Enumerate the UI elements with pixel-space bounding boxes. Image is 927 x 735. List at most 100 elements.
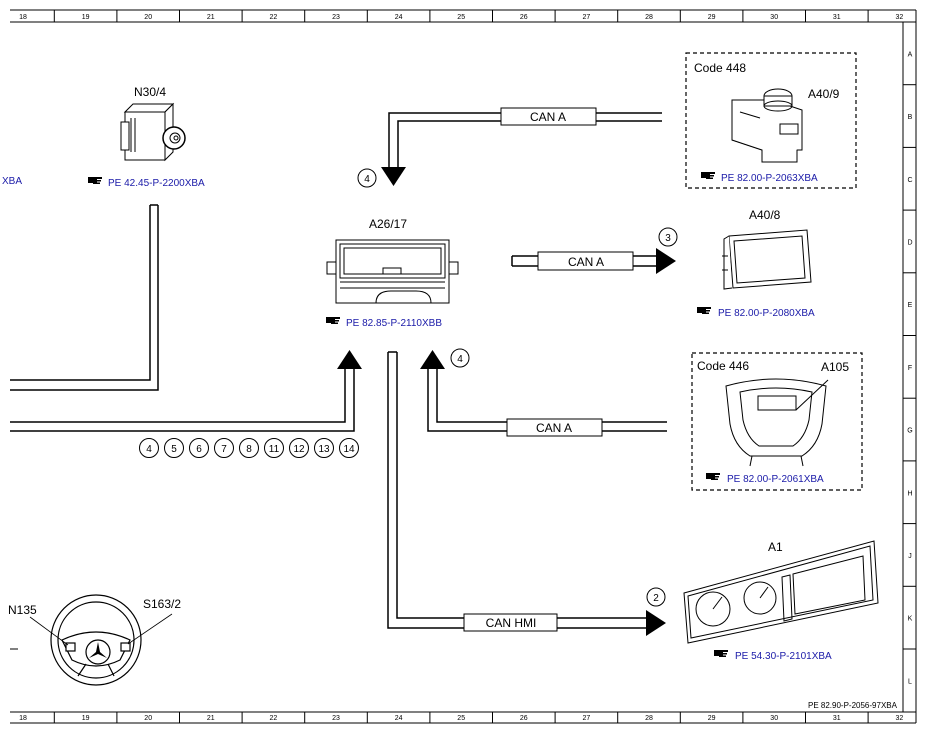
a40-9-code: Code 448	[694, 61, 746, 75]
marker-a105: 4	[450, 348, 470, 368]
grid-column-label: 18	[19, 715, 27, 722]
grid-column-label: 31	[833, 715, 841, 722]
svg-text:4: 4	[364, 174, 370, 185]
svg-text:8: 8	[246, 444, 252, 455]
grid-column-label: 30	[770, 14, 778, 21]
grid-row-label: C	[907, 177, 912, 184]
can-a-mid-label: CAN A	[568, 255, 604, 269]
grid-column-label: 24	[395, 14, 403, 21]
grid-frame	[10, 9, 917, 724]
grid-column-label: 21	[207, 14, 215, 21]
pointing-hand-icon	[701, 172, 715, 179]
a26-17-display-icon	[326, 239, 459, 304]
grid-column-label: 31	[833, 14, 841, 21]
svg-text:7: 7	[221, 444, 227, 455]
grid-column-label: 25	[457, 14, 465, 21]
grid-column-label: 32	[896, 715, 904, 722]
a26-17-label: A26/17	[369, 217, 407, 231]
grid-row-label: K	[908, 616, 913, 623]
component-a40-8[interactable]: A40/8 PE 82.00-P-2080XBA	[697, 208, 815, 319]
component-n30-4[interactable]: N30/4 PE 42.45-P-2200XBA	[88, 85, 205, 189]
a40-8-label: A40/8	[749, 208, 781, 222]
a40-8-display-icon	[722, 229, 812, 290]
grid-column-label: 18	[19, 14, 27, 21]
svg-text:4: 4	[146, 444, 152, 455]
grid-column-label: 23	[332, 14, 340, 21]
connection-marker: 11	[264, 438, 284, 458]
grid-column-label: 28	[645, 14, 653, 21]
n30-4-wire	[10, 204, 159, 391]
a105-label: A105	[821, 360, 849, 374]
component-a105[interactable]: Code 446 A105 PE 82.00-P-2061XBA	[691, 352, 863, 491]
connection-marker: 5	[164, 438, 184, 458]
can-a-top-wire	[381, 107, 662, 186]
grid-column-label: 22	[270, 715, 278, 722]
connection-marker: 7	[214, 438, 234, 458]
a105-code: Code 446	[697, 359, 749, 373]
a40-9-module-icon	[731, 88, 803, 163]
a40-8-ref[interactable]: PE 82.00-P-2080XBA	[718, 308, 815, 319]
a105-overhead-icon	[725, 378, 829, 467]
svg-text:6: 6	[196, 444, 202, 455]
grid-column-label: 20	[144, 715, 152, 722]
can-a-top-label: CAN A	[530, 110, 566, 124]
a26-17-ref[interactable]: PE 82.85-P-2110XBB	[346, 318, 442, 329]
pointing-hand-icon	[706, 473, 720, 480]
steering-wheel-icon	[29, 594, 173, 686]
can-a-low-wire	[420, 350, 667, 437]
a105-ref[interactable]: PE 82.00-P-2061XBA	[727, 474, 824, 485]
grid-row-label: F	[908, 365, 912, 372]
grid-column-label: 28	[645, 715, 653, 722]
component-a1[interactable]: A1 PE 54.30-P-2101XBA	[683, 540, 879, 662]
code-446-box	[691, 352, 863, 491]
svg-text:5: 5	[171, 444, 177, 455]
grid-column-label: 19	[82, 715, 90, 722]
n30-4-module-icon	[120, 102, 186, 162]
svg-text:14: 14	[343, 444, 355, 455]
a1-ref[interactable]: PE 54.30-P-2101XBA	[735, 651, 832, 662]
grid-column-label: 21	[207, 715, 215, 722]
s163-2-label: S163/2	[143, 597, 181, 611]
svg-text:3: 3	[665, 233, 671, 244]
grid-row-label: H	[907, 490, 912, 497]
a40-9-label: A40/9	[808, 87, 840, 101]
svg-text:11: 11	[269, 444, 280, 455]
grid-row-label: G	[907, 428, 912, 435]
grid-column-label: 23	[332, 715, 340, 722]
component-a40-9[interactable]: Code 448 A40/9 PE 82.00-P-2063XBA	[685, 52, 857, 189]
code-448-box	[685, 52, 857, 189]
document-ref: PE 82.90-P-2056-97XBA	[808, 701, 898, 710]
grid-column-label: 26	[520, 14, 528, 21]
component-steering-wheel[interactable]: N135 S163/2	[8, 594, 181, 686]
pointing-hand-icon	[697, 307, 711, 314]
connection-marker: 14	[339, 438, 359, 458]
can-a-mid-wire	[511, 248, 676, 274]
grid-column-label: 30	[770, 715, 778, 722]
component-a26-17[interactable]: A26/17 PE 82.85-P-2110XBB	[326, 217, 459, 329]
n30-4-label: N30/4	[134, 85, 166, 99]
marker-a40-8: 3	[658, 227, 678, 247]
connection-marker: 6	[189, 438, 209, 458]
connection-marker: 4	[139, 438, 159, 458]
a40-9-ref[interactable]: PE 82.00-P-2063XBA	[721, 173, 818, 184]
svg-text:2: 2	[653, 593, 659, 604]
can-hmi-label: CAN HMI	[486, 616, 537, 630]
svg-text:13: 13	[318, 444, 330, 455]
grid-column-label: 22	[270, 14, 278, 21]
left-ref-fragment: XBA	[2, 176, 22, 187]
grid-column-label: 25	[457, 715, 465, 722]
n135-label: N135	[8, 603, 37, 617]
connection-marker: 12	[289, 438, 309, 458]
marker-row: 4 5 6 7 8 11 12 13 14	[139, 438, 359, 458]
grid-row-label: A	[908, 51, 913, 58]
pointing-hand-icon	[714, 650, 728, 657]
grid-column-label: 29	[708, 715, 716, 722]
grid-row-label: B	[908, 114, 913, 121]
grid-row-label: D	[907, 239, 912, 246]
n30-4-ref[interactable]: PE 42.45-P-2200XBA	[108, 178, 205, 189]
row-bus-wire	[10, 350, 362, 432]
grid-column-label: 29	[708, 14, 716, 21]
